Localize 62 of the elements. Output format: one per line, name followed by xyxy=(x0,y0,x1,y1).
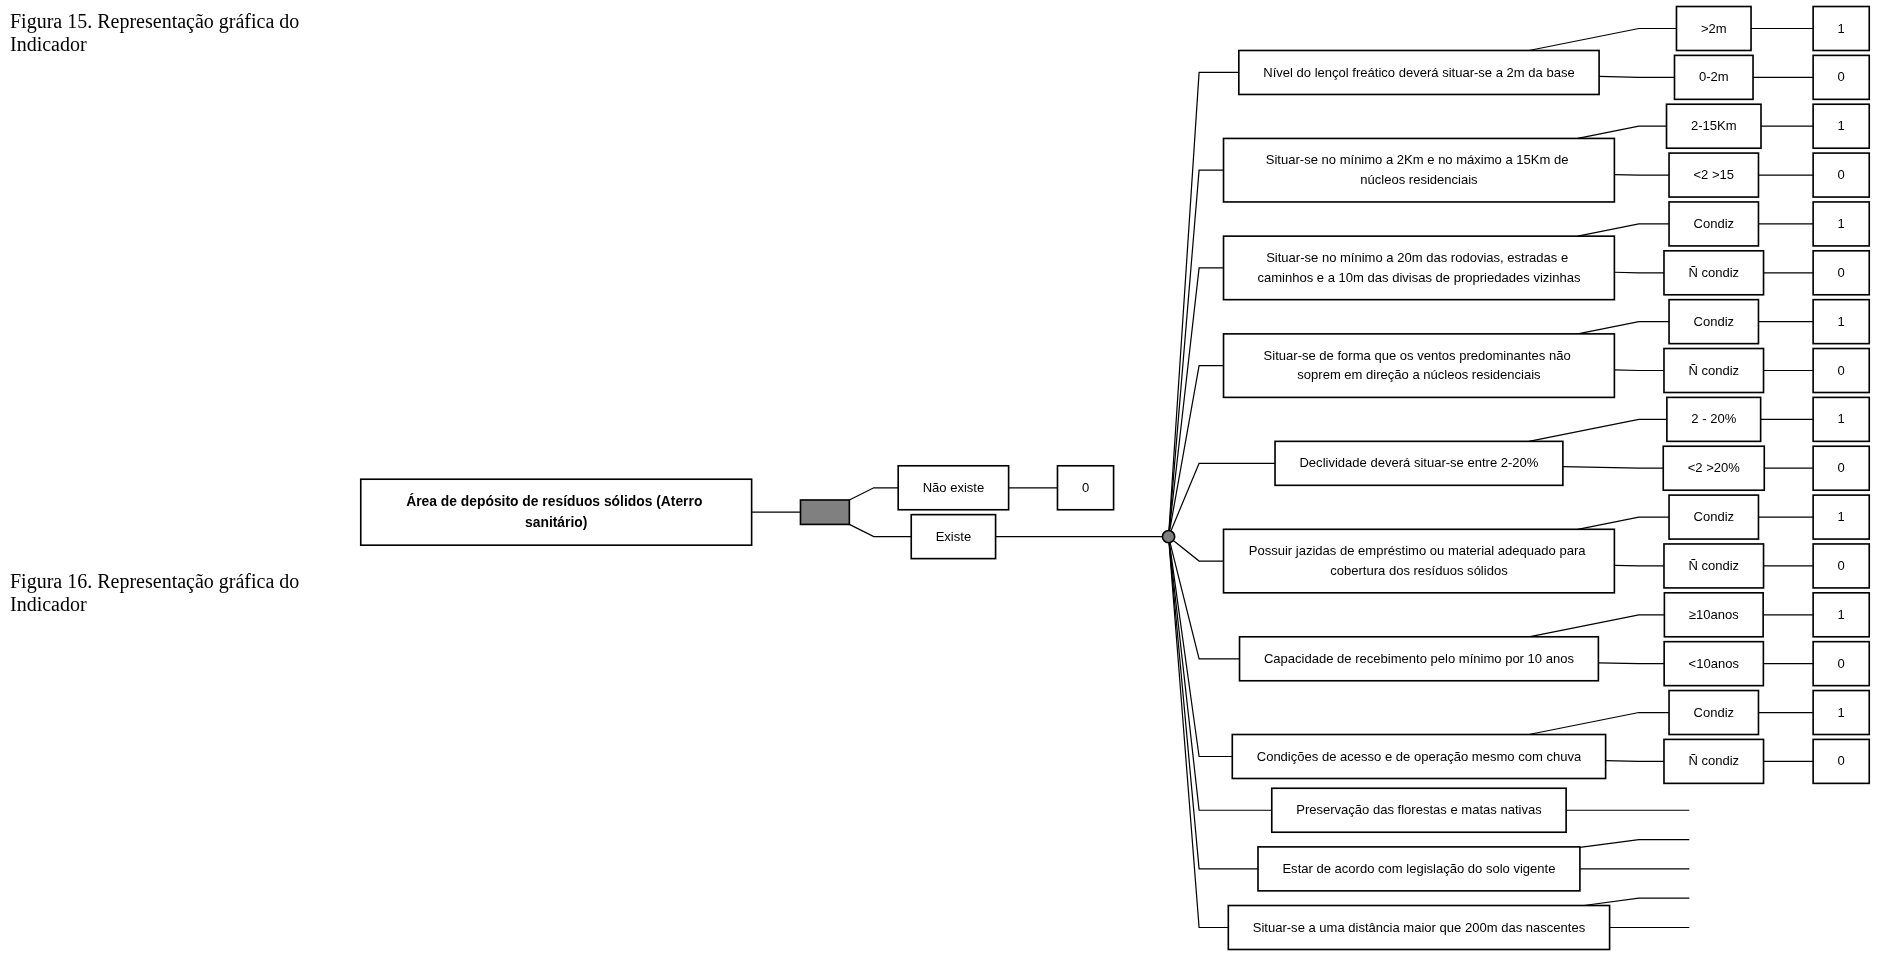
node-box: 1 xyxy=(1812,494,1871,540)
connector xyxy=(1760,418,1814,420)
node-box: <10anos xyxy=(1663,640,1765,687)
node-box: Situar-se no mínimo a 20m das rodovias, estradas e caminhos e a 10m das divisas de propriedades vizinhas xyxy=(1222,235,1616,301)
node-box: Ñ condiz xyxy=(1663,250,1765,296)
node-box: 0 xyxy=(1812,250,1871,296)
connector xyxy=(1168,542,1229,929)
connector xyxy=(1170,462,1276,532)
node-box: 0-2m xyxy=(1673,54,1754,101)
node-box: 1 xyxy=(1812,396,1871,443)
node-box: Possuir jazidas de empréstimo ou material adequado para cobertura dos resíduos sólidos xyxy=(1222,528,1616,594)
node-box: 1 xyxy=(1812,201,1871,247)
connector xyxy=(1562,465,1664,469)
node-box: Nível do lençol freático deverá situar-se a 2m da base xyxy=(1238,49,1600,96)
node-box: 0 xyxy=(1812,347,1871,394)
node-box: >2m xyxy=(1675,5,1752,52)
connector xyxy=(1168,542,1233,758)
node-box: Estar de acordo com legislação do solo vigente xyxy=(1257,846,1581,892)
node-box: Preservação das florestas e matas nativas xyxy=(1270,787,1567,834)
connector xyxy=(1168,542,1259,870)
connector xyxy=(848,523,912,538)
node-box: 0 xyxy=(1056,464,1115,511)
node-box: Ñ condiz xyxy=(1663,347,1765,394)
figure-caption: Figura 15. Representação gráfica do Indicador xyxy=(10,10,301,56)
node-box: Área de depósito de resíduos sólidos (Aterro sanitário) xyxy=(359,478,753,546)
connector xyxy=(848,487,899,501)
node-box: 2-15Km xyxy=(1665,103,1762,149)
node-box: Condiz xyxy=(1668,201,1760,247)
node-box: 1 xyxy=(1812,689,1871,736)
node-box: Ñ condiz xyxy=(1663,543,1765,589)
node-box: 1 xyxy=(1812,298,1871,345)
node-box: Situar-se de forma que os ventos predominantes não soprem em direção a núcleos residenciais xyxy=(1222,333,1616,399)
node-box: 1 xyxy=(1812,592,1871,638)
node-box: <2 >20% xyxy=(1662,445,1766,492)
node-box: 0 xyxy=(1812,543,1871,589)
figure-caption: Figura 16. Representação gráfica do Indicador xyxy=(10,570,301,616)
node-box: Capacidade de recebimento pelo mínimo por 10 anos xyxy=(1238,635,1600,682)
connector xyxy=(1579,838,1690,848)
node-box: Condições de acesso e de operação mesmo com chuva xyxy=(1231,733,1607,780)
node-box: Declividade deverá situar-se entre 2-20% xyxy=(1274,440,1564,487)
node-box: 0 xyxy=(1812,738,1871,785)
node-box: Situar-se no mínimo a 2Km e no máximo a 15Km de núcleos residenciais xyxy=(1222,137,1616,203)
node-box: 1 xyxy=(1812,103,1871,149)
node-box: Condiz xyxy=(1668,494,1760,540)
node-box: Condiz xyxy=(1668,689,1760,736)
node-box: <2 >15 xyxy=(1668,152,1760,198)
node-box: ≥10anos xyxy=(1663,592,1764,638)
node-box: Ñ condiz xyxy=(1663,738,1765,785)
node-box: Situar-se a uma distância maior que 200m das nascentes xyxy=(1227,904,1611,951)
connector xyxy=(1579,868,1690,870)
node-box: Existe xyxy=(910,513,997,560)
connector xyxy=(1609,926,1690,929)
node-box: Condiz xyxy=(1668,298,1760,345)
node-box: 1 xyxy=(1812,5,1871,52)
node-box: 0 xyxy=(1812,152,1871,198)
node-box: 0 xyxy=(1812,445,1871,492)
node-box xyxy=(799,499,851,526)
node-box: Não existe xyxy=(897,464,1010,511)
node-box: 2 - 20% xyxy=(1666,396,1762,443)
node-circle xyxy=(1161,529,1176,544)
node-box: 0 xyxy=(1812,54,1871,101)
node-box: 0 xyxy=(1812,640,1871,687)
